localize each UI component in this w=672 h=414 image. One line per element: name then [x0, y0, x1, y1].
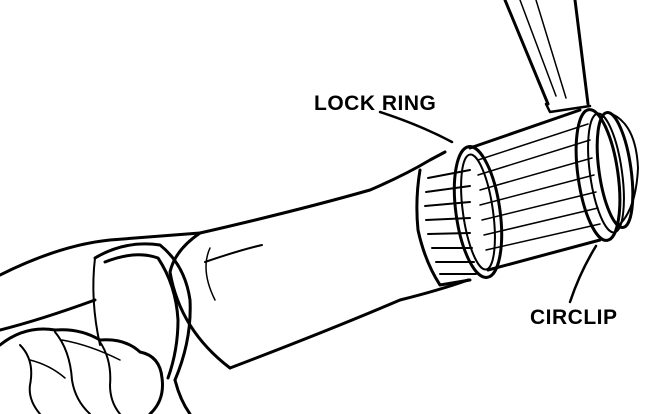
circlip-label: CIRCLIP [530, 306, 618, 329]
boot-collar [92, 242, 192, 414]
lock-ring-part [452, 145, 504, 279]
hand-grip [0, 327, 164, 414]
circlip-part [574, 108, 639, 242]
shaft-body [0, 150, 470, 370]
lock-ring-label: LOCK RING [314, 92, 437, 115]
leader-lines [378, 110, 598, 304]
prying-tool [503, 0, 592, 114]
spline-teeth [415, 168, 477, 287]
